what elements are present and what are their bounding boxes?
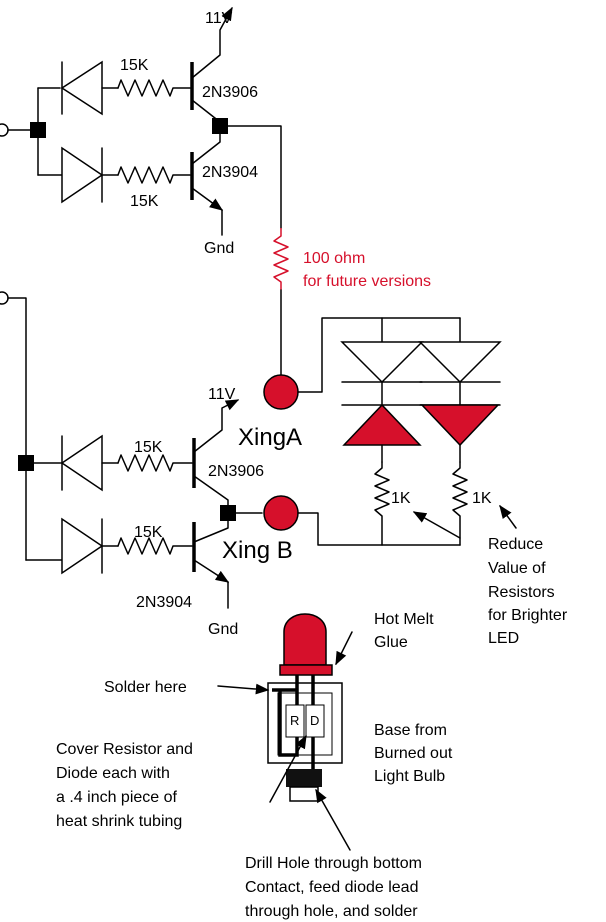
bottom-upper-diode	[60, 434, 103, 492]
top-r-upper-label: 15K	[120, 57, 149, 74]
led-r-right-label: 1K	[472, 490, 492, 507]
future-resistor-line1: 100 ohm	[303, 250, 365, 267]
hot-melt-line1: Hot Melt	[374, 611, 434, 628]
led-bank-diode-right	[418, 341, 502, 384]
bottom-q-lower-label: 2N3904	[136, 594, 192, 611]
base-note-1: Base from	[374, 722, 447, 739]
hot-melt-line2: Glue	[374, 634, 408, 651]
bottom-circuit	[0, 291, 299, 609]
drill-note-1: Drill Hole through bottom	[245, 855, 422, 872]
xinga-terminal	[263, 374, 299, 410]
bottom-r-upper-label: 15K	[134, 439, 163, 456]
resistor-letter: R	[290, 713, 299, 728]
bottom-q-upper-label: 2N3906	[208, 463, 264, 480]
top-output-junction	[212, 118, 228, 134]
reduce-note-2: Value of	[488, 560, 546, 577]
led-resistor-right	[452, 461, 468, 546]
base-note-3: Light Bulb	[374, 768, 445, 785]
solder-here-label: Solder here	[104, 679, 187, 696]
drill-note-3: through hole, and solder	[245, 903, 418, 920]
xingb-terminal	[263, 495, 299, 531]
base-note-2: Burned out	[374, 745, 453, 762]
base-tip	[289, 786, 319, 802]
drill-note-2: Contact, feed diode lead	[245, 879, 418, 896]
led-bank	[297, 317, 517, 546]
top-npn-transistor	[190, 127, 224, 236]
top-ground-label: Gnd	[204, 240, 234, 257]
bottom-lower-resistor	[117, 537, 193, 555]
cover-note-2: Diode each with	[56, 765, 170, 782]
lamp-base-drawing	[217, 613, 353, 851]
top-q-upper-label: 2N3906	[202, 84, 258, 101]
resistor-sleeve	[285, 704, 305, 738]
top-circuit	[0, 6, 289, 379]
top-upper-resistor	[117, 79, 191, 97]
bottom-lower-diode	[61, 517, 104, 575]
top-upper-diode	[60, 60, 103, 116]
reduce-arrow-left	[412, 511, 461, 539]
led-bulb-rim	[279, 664, 333, 676]
bottom-input-terminal	[0, 291, 9, 305]
top-lower-diode	[61, 146, 104, 204]
bottom-ground-label: Gnd	[208, 621, 238, 638]
led-bulb	[283, 613, 327, 666]
bottom-output-junction	[220, 505, 236, 521]
solder-arrow	[217, 683, 270, 695]
xinga-label: XingA	[238, 424, 302, 451]
top-input-junction	[30, 122, 46, 138]
led-left	[342, 403, 422, 446]
reduce-note-4: for Brighter	[488, 607, 568, 624]
cover-note-4: heat shrink tubing	[56, 813, 182, 830]
hot-melt-arrow	[335, 631, 353, 666]
bottom-r-lower-label: 15K	[134, 524, 163, 541]
cover-arrow	[269, 734, 307, 803]
led-resistor-left	[374, 461, 390, 546]
reduce-note-5: LED	[488, 630, 519, 647]
bottom-contact	[286, 769, 322, 787]
drill-arrow	[315, 788, 351, 851]
reduce-note-3: Resistors	[488, 584, 555, 601]
led-bank-diode-left	[340, 341, 424, 384]
bottom-npn-transistor	[192, 519, 230, 609]
future-resistor-line2: for future versions	[303, 273, 431, 290]
top-lower-resistor	[117, 166, 191, 184]
led-r-left-label: 1K	[391, 490, 411, 507]
top-input-terminal	[0, 123, 9, 137]
reduce-arrow-right	[499, 504, 517, 529]
bottom-pnp-transistor	[192, 399, 240, 506]
cover-note-3: a .4 inch piece of	[56, 789, 178, 806]
top-supply-label: 11V	[205, 10, 233, 27]
led-right	[420, 404, 500, 447]
bottom-upper-resistor	[117, 454, 193, 472]
reduce-note-1: Reduce	[488, 536, 543, 553]
top-r-lower-label: 15K	[130, 193, 159, 210]
bottom-input-junction	[18, 455, 34, 471]
bottom-supply-label: 11V	[208, 386, 236, 403]
top-q-lower-label: 2N3904	[202, 164, 258, 181]
xingb-label: Xing B	[222, 537, 293, 564]
diode-letter: D	[310, 713, 319, 728]
cover-note-1: Cover Resistor and	[56, 741, 193, 758]
diode-sleeve	[305, 704, 325, 738]
